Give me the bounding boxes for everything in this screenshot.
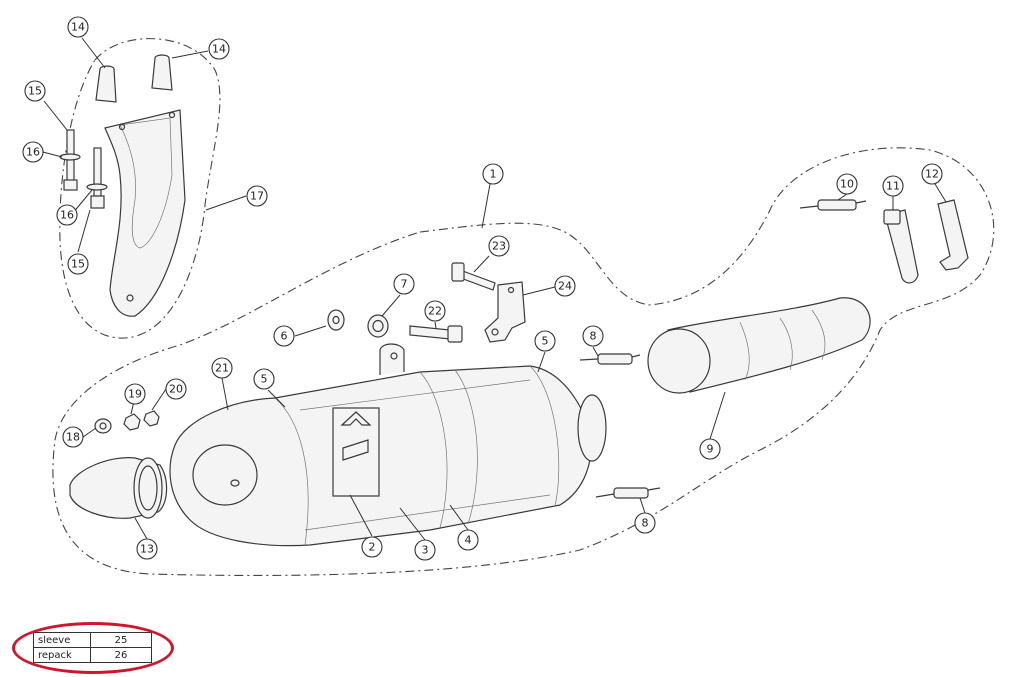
parts-table: sleeve 25 repack 26 — [33, 632, 152, 663]
table-cell-name: repack — [33, 647, 91, 663]
callout-label: 20 — [169, 383, 183, 396]
callout-2: 2 — [361, 536, 383, 558]
callout-label: 17 — [250, 190, 264, 203]
callout-label: 22 — [428, 305, 442, 318]
callout-15b: 15 — [67, 253, 89, 275]
callout-label: 21 — [215, 362, 229, 375]
callout-label: 14 — [71, 21, 85, 34]
callout-label: 12 — [925, 168, 939, 181]
callout-label: 10 — [840, 178, 854, 191]
callout-6: 6 — [273, 325, 295, 347]
muffler-body-part — [169, 343, 607, 547]
callout-label: 15 — [71, 258, 85, 271]
callout-label: 5 — [542, 335, 549, 348]
bolt-23-part — [451, 262, 496, 291]
callout-23: 23 — [488, 235, 510, 257]
table-row: repack 26 — [33, 647, 152, 663]
callout-22: 22 — [424, 300, 446, 322]
table-cell-number: 25 — [90, 632, 152, 648]
washer-parts — [327, 309, 389, 338]
callout-20: 20 — [165, 378, 187, 400]
table-cell-name: sleeve — [33, 632, 91, 648]
rubber-sleeve-part — [95, 54, 173, 103]
callout-15a: 15 — [24, 80, 46, 102]
callout-label: 16 — [60, 209, 74, 222]
callout-label: 1 — [490, 168, 497, 181]
table-row: sleeve 25 — [33, 632, 152, 648]
callout-13: 13 — [136, 538, 158, 560]
callout-label: 3 — [422, 544, 429, 557]
callout-10: 10 — [836, 173, 858, 195]
callout-label: 11 — [886, 180, 900, 193]
callout-label: 7 — [401, 278, 408, 291]
callout-label: 15 — [28, 85, 42, 98]
leader-lines — [42, 37, 947, 541]
callout-label: 23 — [492, 240, 506, 253]
mounting-bracket-part — [104, 109, 186, 317]
callout-8b: 8 — [634, 512, 656, 534]
link-pipe-part — [647, 297, 871, 394]
callout-5a: 5 — [253, 368, 275, 390]
callout-label: 14 — [212, 43, 226, 56]
callout-label: 19 — [128, 388, 142, 401]
callout-label: 16 — [26, 146, 40, 159]
callout-12: 12 — [921, 163, 943, 185]
callout-1: 1 — [482, 163, 504, 185]
clamp-parts — [883, 199, 969, 284]
callout-label: 24 — [558, 280, 572, 293]
callout-4: 4 — [457, 529, 479, 551]
callout-label: 5 — [261, 373, 268, 386]
callout-label: 8 — [590, 330, 597, 343]
callout-label: 2 — [369, 541, 376, 554]
end-tip-part — [69, 457, 168, 519]
callout-16b: 16 — [56, 204, 78, 226]
callout-14a: 14 — [67, 16, 89, 38]
callout-11: 11 — [882, 175, 904, 197]
callout-8a: 8 — [582, 325, 604, 347]
callout-24: 24 — [554, 275, 576, 297]
callout-5b: 5 — [534, 330, 556, 352]
muffler-group-outline — [52, 147, 995, 577]
hanger-bracket-part — [484, 281, 526, 343]
callout-label: 4 — [465, 534, 472, 547]
callout-label: 13 — [140, 543, 154, 556]
callout-21: 21 — [211, 357, 233, 379]
callout-label: 6 — [281, 330, 288, 343]
callout-17: 17 — [246, 185, 268, 207]
callout-9: 9 — [699, 438, 721, 460]
spring-parts — [579, 199, 867, 499]
callout-label: 8 — [642, 517, 649, 530]
callout-3: 3 — [414, 539, 436, 561]
callout-18: 18 — [62, 426, 84, 448]
bracket-bolts-part — [59, 129, 108, 209]
callout-14b: 14 — [208, 38, 230, 60]
nut-parts — [94, 410, 160, 434]
callout-19: 19 — [124, 383, 146, 405]
bolt-22-part — [409, 325, 463, 343]
callout-label: 18 — [66, 431, 80, 444]
callout-16a: 16 — [22, 141, 44, 163]
table-cell-number: 26 — [90, 647, 152, 663]
callout-7: 7 — [393, 273, 415, 295]
callout-label: 9 — [707, 443, 714, 456]
